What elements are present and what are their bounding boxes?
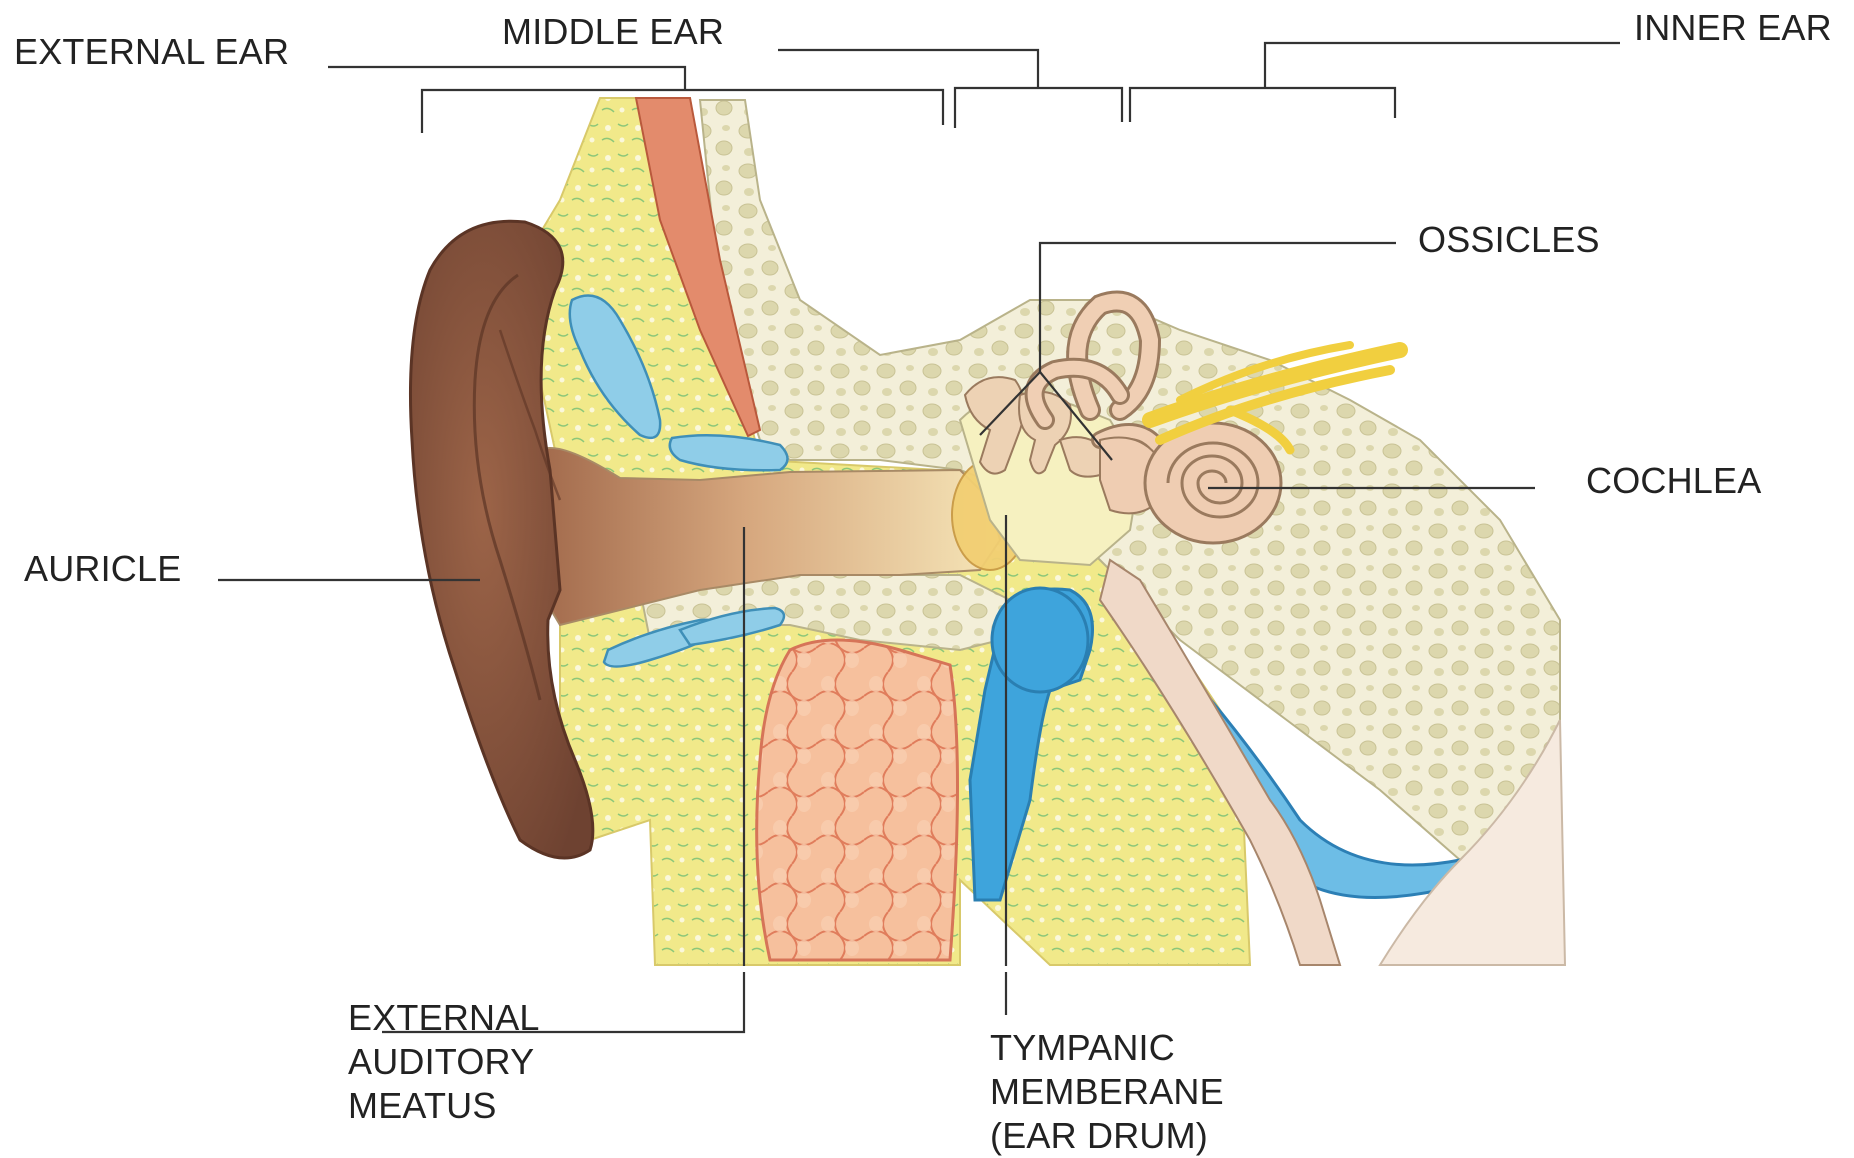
inner-ear-bracket <box>1130 88 1395 122</box>
meatus-line-1: EXTERNAL <box>348 996 540 1040</box>
anatomy-illustration <box>410 98 1565 965</box>
parotid-gland <box>757 640 958 960</box>
tympanic-line-3: (EAR DRUM) <box>990 1114 1224 1158</box>
external-auditory-meatus-label: EXTERNAL AUDITORY MEATUS <box>348 996 540 1128</box>
inner-ear-label: INNER EAR <box>1634 6 1832 50</box>
auricle-label: AURICLE <box>24 547 181 591</box>
ossicles-label: OSSICLES <box>1418 218 1600 262</box>
figure-bottom-mask <box>560 966 1580 972</box>
inner-ear-leader <box>1265 43 1620 88</box>
tympanic-membrane-label: TYMPANIC MEMBERANE (EAR DRUM) <box>990 1026 1224 1158</box>
tympanic-line-1: TYMPANIC <box>990 1026 1224 1070</box>
middle-ear-bracket <box>955 88 1122 128</box>
middle-ear-leader <box>778 50 1038 88</box>
external-ear-leader <box>328 67 685 90</box>
meatus-line-2: AUDITORY <box>348 1040 540 1084</box>
external-ear-label: EXTERNAL EAR <box>14 30 289 74</box>
middle-ear-label: MIDDLE EAR <box>502 10 724 54</box>
cochlea-label: COCHLEA <box>1586 459 1761 503</box>
meatus-line-3: MEATUS <box>348 1084 540 1128</box>
tympanic-line-2: MEMBERANE <box>990 1070 1224 1114</box>
